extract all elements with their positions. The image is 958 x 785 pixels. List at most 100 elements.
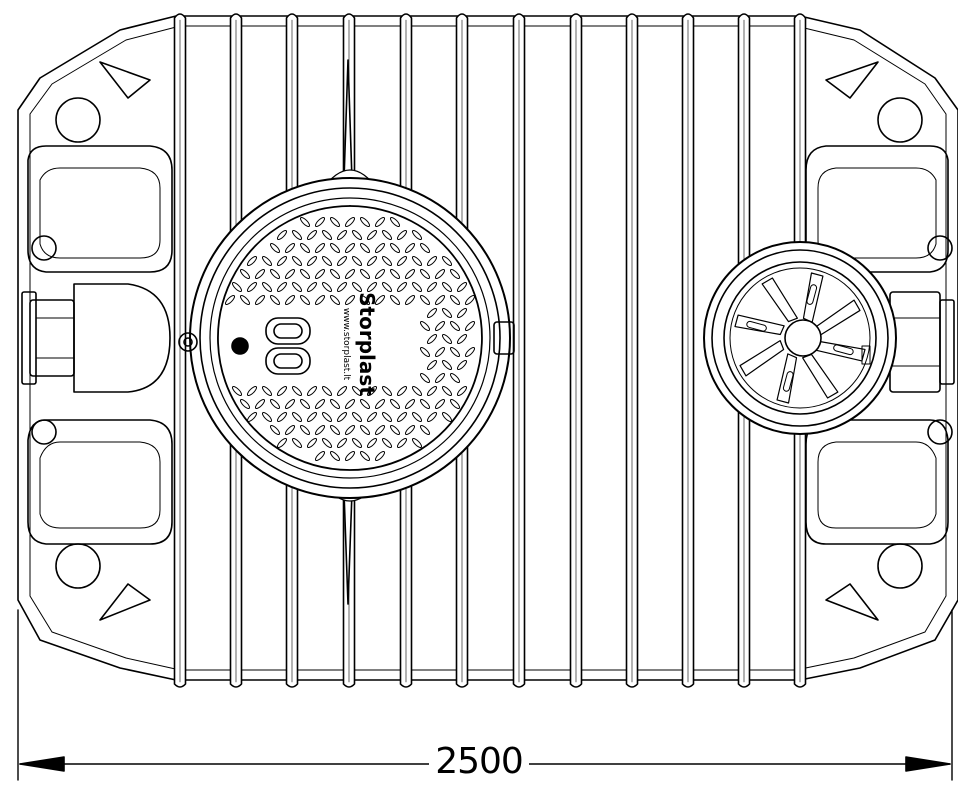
left-small-boss-top	[32, 236, 56, 260]
checker-tread-1	[299, 216, 311, 228]
lock-bolt	[232, 338, 248, 354]
checker-tread-78	[284, 294, 296, 306]
vane-5	[735, 315, 784, 334]
checker-tread-65	[336, 281, 348, 293]
checker-tread-54	[404, 268, 416, 280]
checker-tread-55	[419, 268, 431, 280]
checker-tread-37	[366, 255, 378, 267]
checker-tread-131	[299, 398, 311, 410]
checker-tread-127	[239, 398, 251, 410]
checker-tread-172	[351, 437, 363, 449]
checker-tread-49	[329, 268, 341, 280]
checker-tread-114	[276, 385, 288, 397]
left-pocket-top	[28, 146, 172, 272]
checker-tread-150	[366, 411, 378, 423]
checker-tread-134	[344, 398, 356, 410]
checker-tread-6	[374, 216, 386, 228]
right-lifting-eye-top	[878, 98, 922, 142]
checker-tread-119	[351, 385, 363, 397]
riser-hub	[785, 320, 821, 356]
checker-tread-173	[366, 437, 378, 449]
checker-tread-15	[381, 229, 393, 241]
checker-tread-43	[239, 268, 251, 280]
manhole-cover: Storplast www.storplast.lt	[179, 60, 514, 604]
checker-tread-14	[366, 229, 378, 241]
checker-tread-10	[306, 229, 318, 241]
checker-tread-48	[314, 268, 326, 280]
checker-tread-88	[434, 294, 446, 306]
cover-brand-text: Storplast	[355, 292, 379, 396]
checker-tread-175	[396, 437, 408, 449]
checker-tread-20	[299, 242, 311, 254]
checker-tread-18	[269, 242, 281, 254]
left-pocket-bottom	[28, 420, 172, 544]
checker-tread-51	[359, 268, 371, 280]
cover-flange-bottom-point	[344, 492, 352, 604]
checker-tread-91	[426, 307, 438, 319]
checker-tread-38	[381, 255, 393, 267]
right-small-boss-bottom	[928, 420, 952, 444]
checker-tread-112	[246, 385, 258, 397]
checker-tread-93	[456, 307, 468, 319]
checker-tread-30	[261, 255, 273, 267]
checker-tread-137	[389, 398, 401, 410]
checker-tread-59	[246, 281, 258, 293]
checker-tread-141	[449, 398, 461, 410]
checker-tread-94	[419, 320, 431, 332]
checker-tread-139	[419, 398, 431, 410]
checker-tread-74	[224, 294, 236, 306]
checker-tread-75	[239, 294, 251, 306]
vane-4	[740, 341, 784, 376]
checker-tread-83	[359, 294, 371, 306]
checker-tread-129	[269, 398, 281, 410]
checker-tread-168	[291, 437, 303, 449]
checker-tread-17	[411, 229, 423, 241]
checker-tread-143	[261, 411, 273, 423]
checker-tread-96	[449, 320, 461, 332]
checker-tread-92	[441, 307, 453, 319]
checker-tread-100	[456, 333, 468, 345]
checker-tread-70	[411, 281, 423, 293]
checker-tread-71	[426, 281, 438, 293]
checker-tread-80	[314, 294, 326, 306]
checker-tread-121	[381, 385, 393, 397]
checker-plate-pattern	[224, 216, 476, 462]
checker-tread-113	[261, 385, 273, 397]
checker-tread-39	[396, 255, 408, 267]
checker-tread-21	[314, 242, 326, 254]
vane-2	[803, 354, 838, 398]
checker-tread-42	[441, 255, 453, 267]
vane-slot-1	[833, 344, 854, 355]
checker-tread-24	[359, 242, 371, 254]
checker-tread-101	[419, 346, 431, 358]
checker-tread-120	[366, 385, 378, 397]
lifting-slot-top	[266, 318, 310, 344]
cover-hinge-left	[179, 333, 197, 351]
checker-tread-52	[374, 268, 386, 280]
checker-tread-26	[389, 242, 401, 254]
checker-tread-72	[441, 281, 453, 293]
checker-tread-126	[456, 385, 468, 397]
checker-tread-13	[351, 229, 363, 241]
left-inlet-pipe	[74, 284, 170, 392]
checker-tread-50	[344, 268, 356, 280]
checker-tread-86	[404, 294, 416, 306]
checker-tread-102	[434, 346, 446, 358]
right-corner-lug-bottom	[826, 584, 878, 620]
checker-tread-98	[426, 333, 438, 345]
checker-tread-176	[411, 437, 423, 449]
checker-tread-87	[419, 294, 431, 306]
checker-tread-171	[336, 437, 348, 449]
cover-flange-top-point	[344, 60, 352, 180]
checker-tread-81	[329, 294, 341, 306]
checker-tread-4	[344, 216, 356, 228]
checker-tread-9	[291, 229, 303, 241]
checker-tread-68	[381, 281, 393, 293]
checker-tread-111	[231, 385, 243, 397]
cover-url-text: www.storplast.lt	[341, 308, 351, 381]
checker-tread-77	[269, 294, 281, 306]
checker-tread-157	[284, 424, 296, 436]
checker-tread-177	[314, 450, 326, 462]
checker-tread-109	[434, 372, 446, 384]
